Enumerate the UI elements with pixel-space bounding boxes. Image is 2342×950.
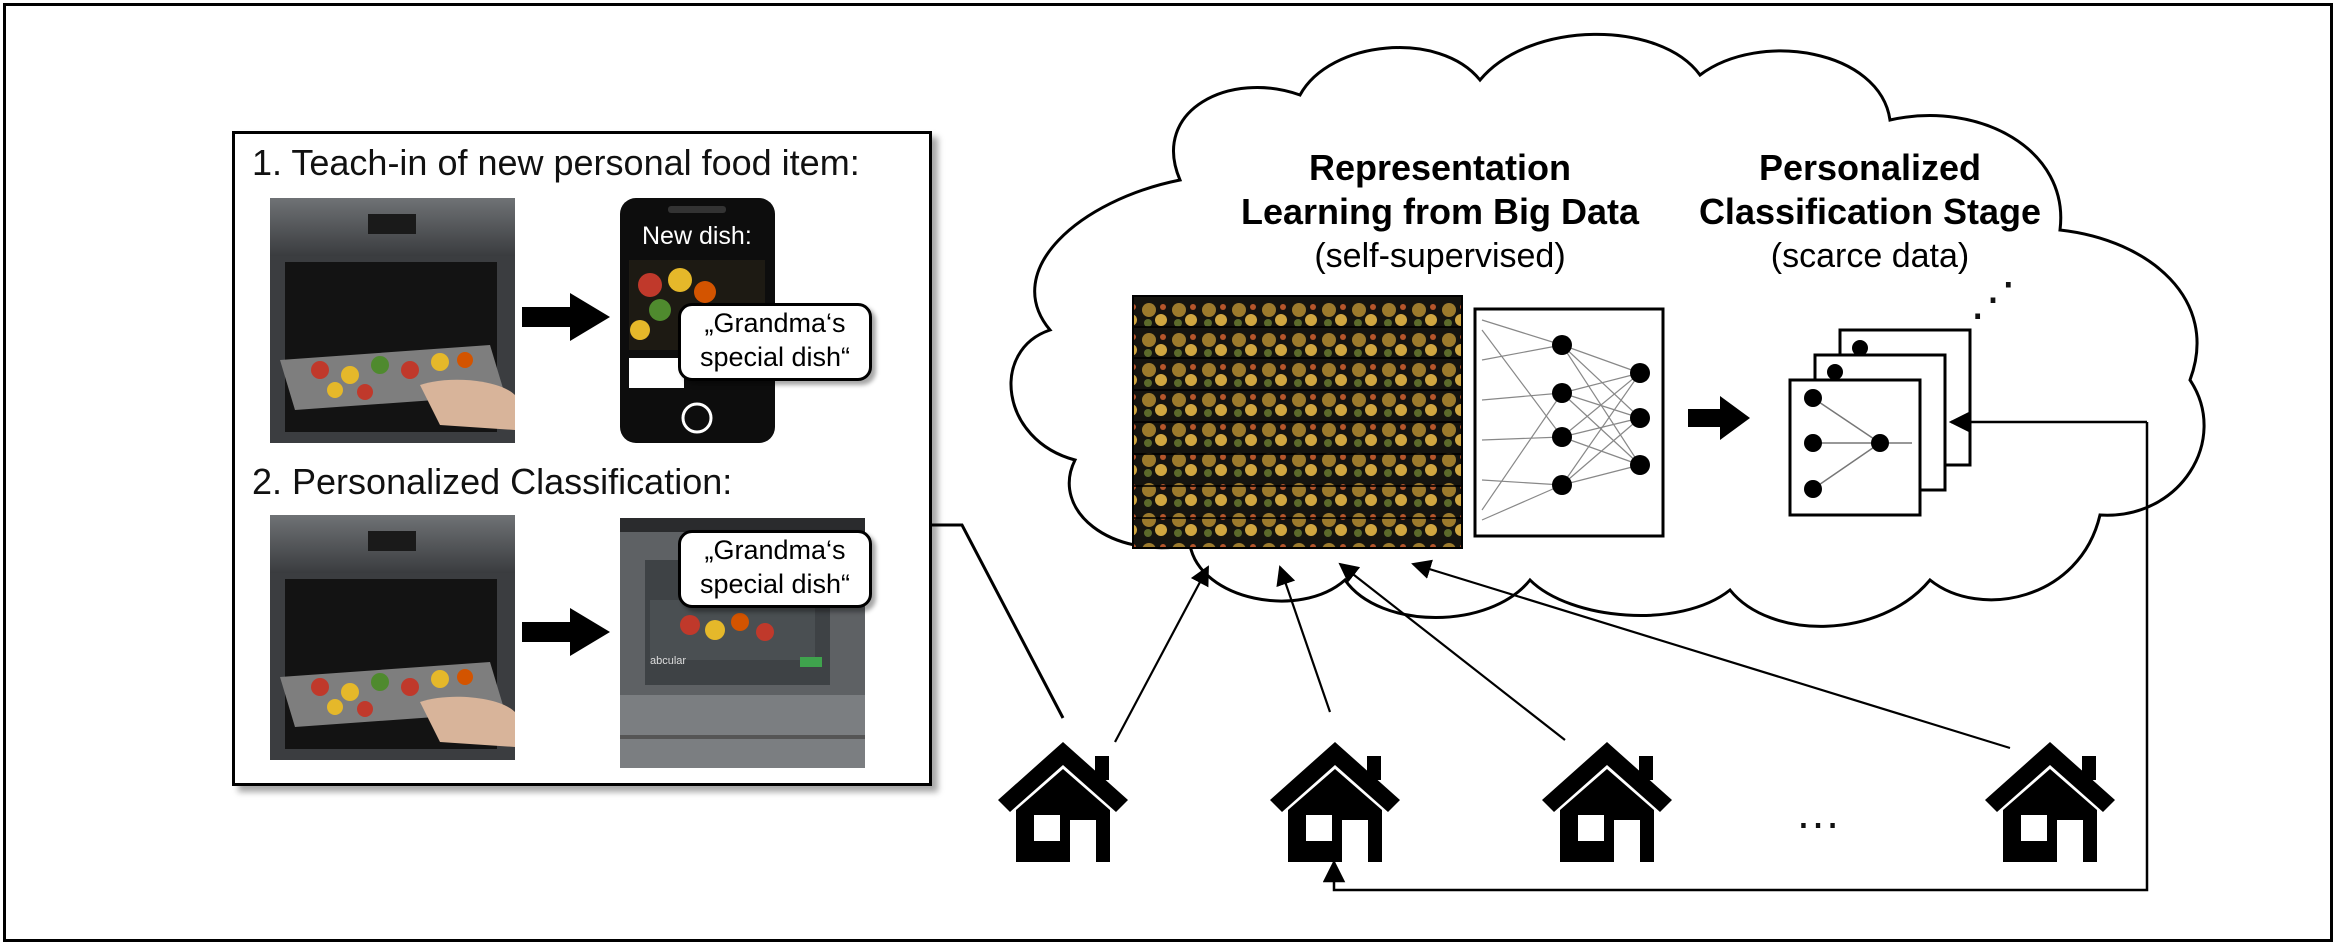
bubble-line: „Grandma‘s (704, 535, 846, 565)
homes-ellipsis: … (1795, 786, 1847, 838)
representation-title-line: Learning from Big Data (1240, 191, 1640, 232)
house3-upload-arrow (1338, 562, 1566, 741)
representation-title-line: Representation (1308, 147, 1572, 188)
home-icon (998, 742, 1128, 862)
step2-title: 2. Personalized Classification: (252, 461, 733, 502)
classification-subtitle: (scarce data) (1770, 237, 1970, 275)
house2-upload-arrow (1276, 565, 1332, 713)
classification-title-line: Personalized (1758, 147, 1982, 188)
figure-border (3, 3, 2333, 942)
step1-title: 1. Teach-in of new personal food item: (252, 142, 860, 183)
oven-ui-text: abcular (650, 655, 687, 667)
house4-upload-arrow (1411, 559, 2011, 750)
feedback-loop-bottom (1322, 422, 2149, 892)
classifier-stack (1788, 328, 1972, 517)
classifier-stack-ellipsis: ⋰ (1970, 273, 2022, 325)
thick-arrow-to-classifier (1688, 396, 1750, 440)
representation-heading: Representation Learning from Big Data (s… (1190, 147, 1690, 276)
home-icon (1985, 742, 2115, 862)
thick-arrow-teach-in (522, 293, 610, 341)
speech-bubble-classification: „Grandma‘s special dish“ (678, 530, 872, 608)
connector-line (932, 523, 1065, 719)
oven-photo-2 (270, 515, 515, 760)
bubble-line: special dish“ (699, 569, 851, 599)
left-panel (232, 131, 932, 786)
home-icon (1542, 742, 1672, 862)
neural-network (1473, 307, 1665, 538)
representation-subtitle: (self-supervised) (1314, 237, 1566, 275)
phone-header: New dish: (642, 222, 752, 250)
bubble-line: „Grandma‘s (704, 308, 846, 338)
classification-heading: Personalized Classification Stage (scarc… (1670, 147, 2070, 276)
house1-upload-arrow (1114, 565, 1209, 743)
home-icon (1270, 742, 1400, 862)
bubble-line: special dish“ (699, 342, 851, 372)
oven-photo-1 (270, 198, 515, 443)
classification-title-line: Classification Stage (1698, 191, 2042, 232)
speech-bubble-teach-in: „Grandma‘s special dish“ (678, 303, 872, 381)
thick-arrow-classification (522, 608, 610, 656)
big-data-collage (1132, 295, 1463, 549)
